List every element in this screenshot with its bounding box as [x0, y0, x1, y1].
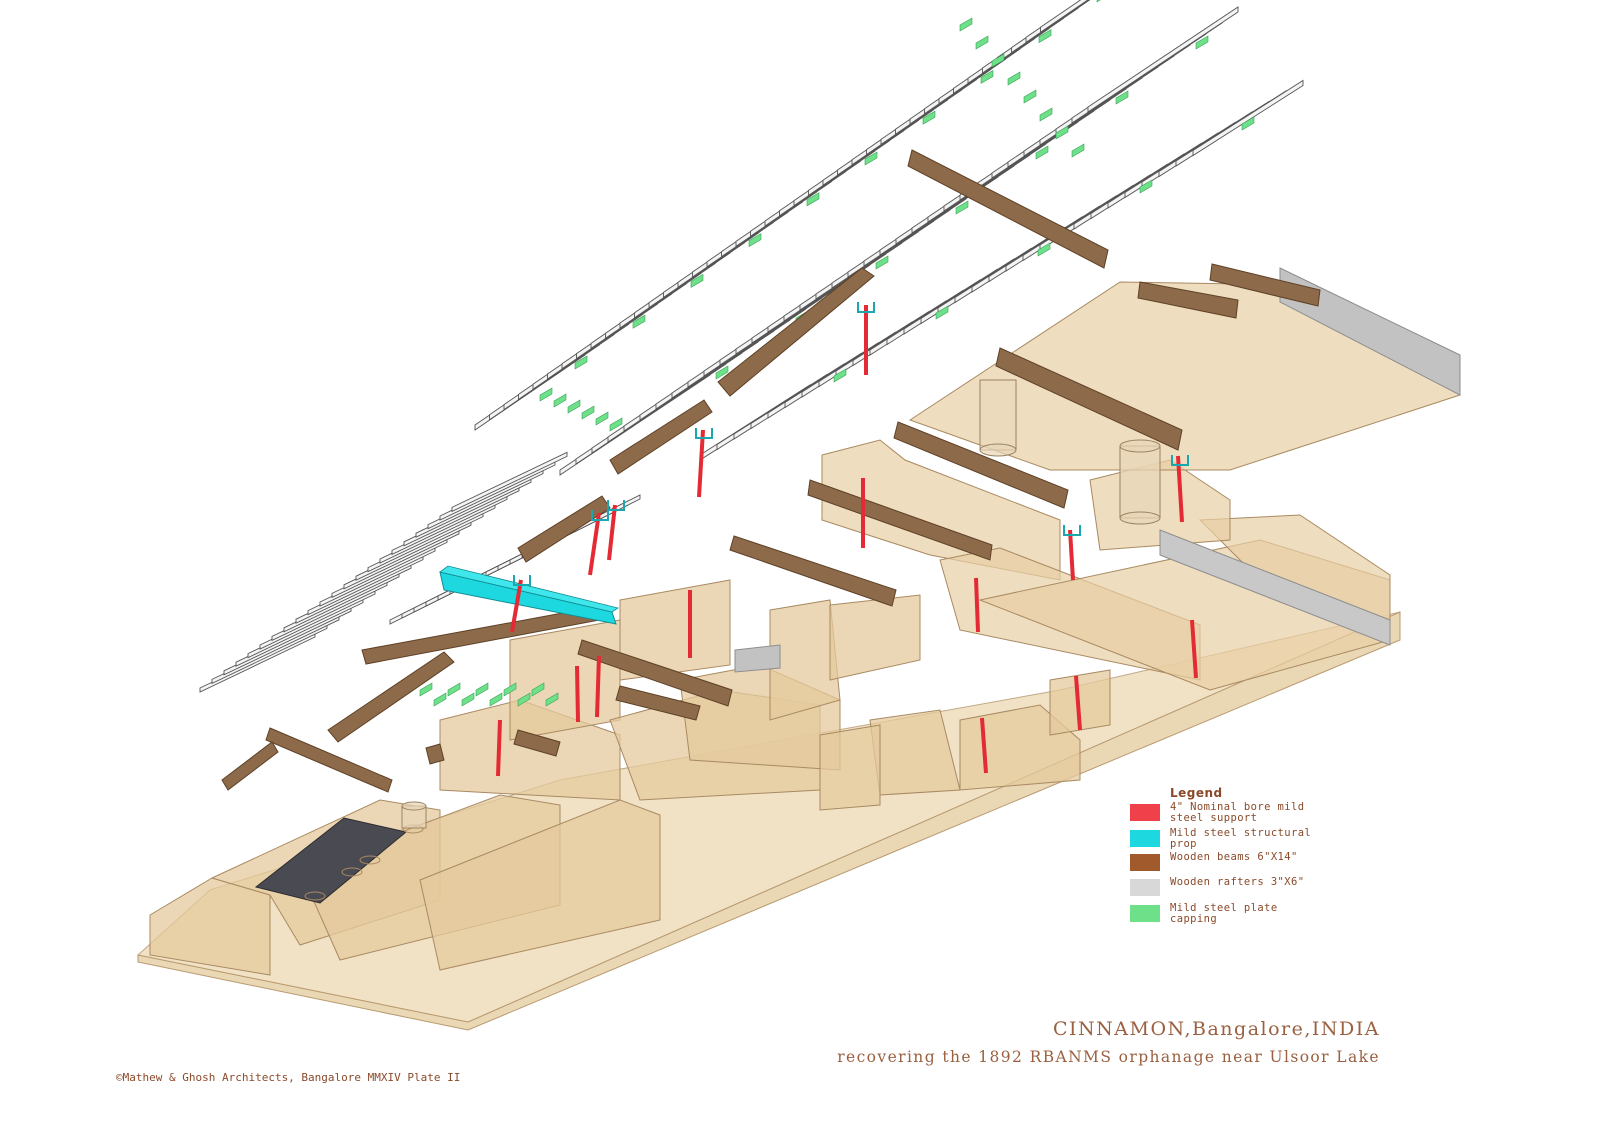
steel-cap: [632, 314, 646, 329]
legend-swatch-cyan: [1130, 830, 1160, 847]
steel-cap: [935, 305, 949, 320]
steel-cap: [433, 692, 447, 707]
steel-cap: [539, 387, 553, 402]
rafter: [1087, 6, 1239, 113]
legend-item-steel-prop: Mild steel structural prop: [1122, 828, 1462, 850]
steel-cap: [567, 399, 581, 414]
steel-cap: [1241, 116, 1255, 131]
steel-cap: [1139, 179, 1153, 194]
steel-cap: [574, 355, 588, 370]
legend-label: Wooden rafters 3"X6": [1170, 876, 1305, 888]
legend-title: Legend: [1170, 786, 1223, 800]
steel-cap: [1023, 89, 1037, 104]
legend-item-wooden-rafters: Wooden rafters 3"X6": [1122, 877, 1462, 899]
legend-swatch-brown: [1130, 854, 1160, 871]
steel-cap: [581, 405, 595, 420]
steel-cap: [447, 682, 461, 697]
steel-cap: [875, 255, 889, 270]
rafter: [1192, 79, 1304, 157]
steel-cap: [517, 692, 531, 707]
legend-swatch-grey: [1130, 879, 1160, 896]
steel-cap: [955, 200, 969, 215]
cylindrical-elements: [401, 379, 1161, 829]
steel-cap: [748, 233, 762, 248]
legend-item-plate-capping: Mild steel plate capping: [1122, 903, 1462, 925]
legend-swatch-green: [1130, 905, 1160, 922]
steel-cap: [806, 192, 820, 207]
steel-cap: [715, 365, 729, 380]
drawing-subtitle: recovering the 1892 RBANMS orphanage nea…: [837, 1048, 1380, 1066]
steel-cap: [980, 69, 994, 84]
steel-cap: [1096, 0, 1101, 3]
rafter: [451, 451, 568, 513]
steel-supports: [496, 305, 1198, 777]
legend-label: Mild steel structural prop: [1170, 827, 1312, 850]
steel-cap: [1037, 242, 1051, 257]
steel-cap: [991, 53, 1005, 68]
rafter: [1011, 0, 1090, 54]
steel-cap: [475, 682, 489, 697]
steel-brackets: [513, 302, 1189, 586]
legend-label: Wooden beams 6"X14": [1170, 851, 1298, 863]
ground-floor-walls: [149, 579, 1111, 976]
steel-cap: [1035, 145, 1049, 160]
steel-cap: [864, 151, 878, 166]
roof-plate-edge: [734, 267, 1461, 673]
legend-swatch-red: [1130, 804, 1160, 821]
copyright-credit: ©Mathew & Ghosh Architects, Bangalore MM…: [116, 1071, 461, 1084]
steel-plate-capping: [419, 0, 1255, 707]
gravel-bed: [254, 817, 424, 904]
steel-cap: [1115, 90, 1129, 105]
steel-cap: [609, 417, 623, 432]
steel-cap: [690, 273, 704, 288]
steel-cap: [595, 411, 609, 426]
steel-cap: [503, 682, 517, 697]
steel-cap: [833, 368, 847, 383]
steel-cap: [489, 692, 503, 707]
steel-cap: [922, 110, 936, 125]
steel-cap: [553, 393, 567, 408]
steel-cap: [1055, 125, 1069, 140]
steel-cap: [1195, 35, 1209, 50]
steel-cap: [959, 17, 973, 32]
steel-cap: [1038, 29, 1052, 44]
steel-cap: [545, 692, 559, 707]
steel-structural-prop: [439, 565, 619, 625]
wooden-beams: [221, 149, 1321, 793]
legend-label: Mild steel plate capping: [1170, 902, 1278, 925]
steel-cap: [531, 682, 545, 697]
steel-cap: [1039, 107, 1053, 122]
legend-item-wooden-beams: Wooden beams 6"X14": [1122, 852, 1462, 874]
drawing-title: CINNAMON,Bangalore,INDIA: [1053, 1018, 1380, 1040]
rafter: [1040, 0, 1089, 34]
legend-label: 4" Nominal bore mild steel support: [1170, 801, 1305, 824]
steel-cap: [461, 692, 475, 707]
steel-cap: [419, 682, 433, 697]
legend-item-steel-support: 4" Nominal bore mild steel support: [1122, 802, 1462, 824]
steel-cap: [1071, 143, 1085, 158]
steel-cap: [1007, 71, 1021, 86]
steel-cap: [975, 35, 989, 50]
